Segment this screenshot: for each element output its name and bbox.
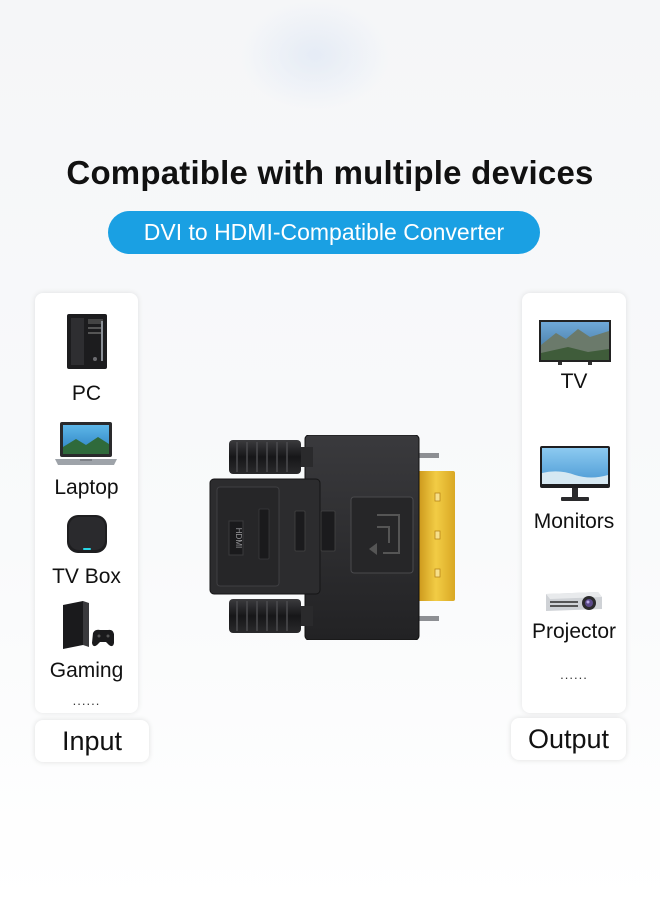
output-label-box: Output [511, 718, 626, 760]
svg-text:HDMI: HDMI [234, 528, 243, 548]
game-console-icon [63, 601, 114, 649]
projector-icon [546, 592, 602, 611]
device-label-tv-box: TV Box [52, 565, 121, 588]
dvi-hdmi-adapter-icon: HDMI [209, 435, 455, 640]
page-title: Compatible with multiple devices [66, 154, 594, 191]
background-glow [240, 0, 390, 110]
tv-icon [539, 320, 611, 365]
device-label-projector: Projector [531, 620, 617, 643]
device-label-laptop: Laptop [54, 476, 119, 499]
input-label-box: Input [35, 720, 149, 762]
device-label-tv: TV [560, 370, 588, 393]
subtitle-badge: DVI to HDMI-Compatible Converter [108, 211, 540, 254]
device-label-gaming: Gaming [49, 659, 124, 682]
output-device-card: TV Monitors Projector ...... [522, 293, 626, 713]
laptop-icon [55, 422, 117, 465]
pc-tower-icon [67, 314, 107, 369]
device-label-pc: PC [71, 382, 102, 405]
more-devices-ellipsis: ...... [560, 667, 588, 682]
monitor-icon [540, 446, 610, 501]
tv-box-icon [67, 515, 107, 553]
more-devices-ellipsis: ...... [72, 693, 101, 708]
device-label-monitors: Monitors [533, 510, 615, 533]
input-device-card: PC Laptop TV Box Gaming ...... [35, 293, 138, 713]
